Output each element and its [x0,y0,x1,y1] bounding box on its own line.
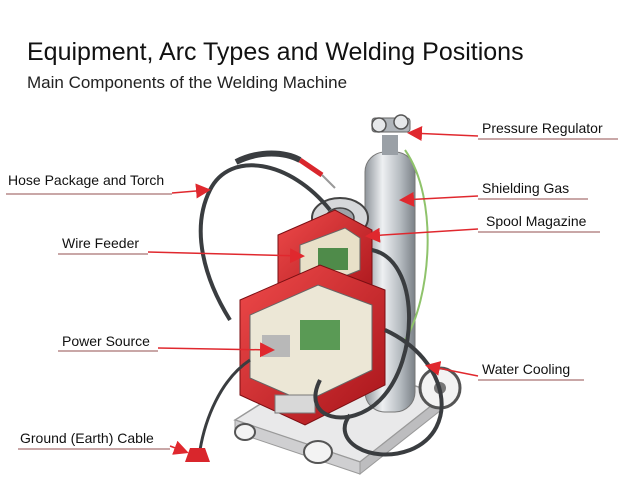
cart-wheel [234,423,256,441]
underline-spool-magazine [478,231,600,233]
power-source-housing [239,264,386,426]
underline-ground-cable [18,448,170,450]
arrow-hose-package [171,183,211,199]
gas-hose [404,149,429,341]
arrow-ground-cable [169,440,189,455]
label-power-source: Power Source [62,333,150,349]
cart-wheel [303,440,333,464]
label-arrows [147,126,479,455]
label-water-cooling: Water Cooling [482,361,571,377]
arrow-power-source [157,342,275,358]
label-wire-feeder: Wire Feeder [62,235,140,251]
underline-wire-feeder [58,253,148,255]
underline-pressure-regulator [478,138,618,140]
label-spool-magazine: Spool Magazine [486,213,587,229]
arrow-shielding-gas [399,191,479,207]
arrow-water-cooling [425,360,479,377]
label-ground-cable: Ground (Earth) Cable [20,430,154,446]
arrow-pressure-regulator [407,126,479,142]
arrow-spool-magazine [365,227,479,243]
label-shielding-gas: Shielding Gas [482,180,570,196]
ground-clamp [185,448,210,462]
slide-title: Equipment, Arc Types and Welding Positio… [27,38,524,66]
underline-hose-package [6,193,172,195]
slide-subtitle: Main Components of the Welding Machine [27,73,348,92]
underline-power-source [58,350,158,352]
label-pressure-regulator: Pressure Regulator [482,120,603,136]
underline-water-cooling [478,379,584,381]
cooling-hose [313,248,412,420]
welding-torch [234,150,302,165]
underline-shielding-gas [478,198,588,200]
ground-cable [198,358,251,451]
label-hose-package: Hose Package and Torch [8,172,165,188]
arrow-wire-feeder [147,248,305,264]
